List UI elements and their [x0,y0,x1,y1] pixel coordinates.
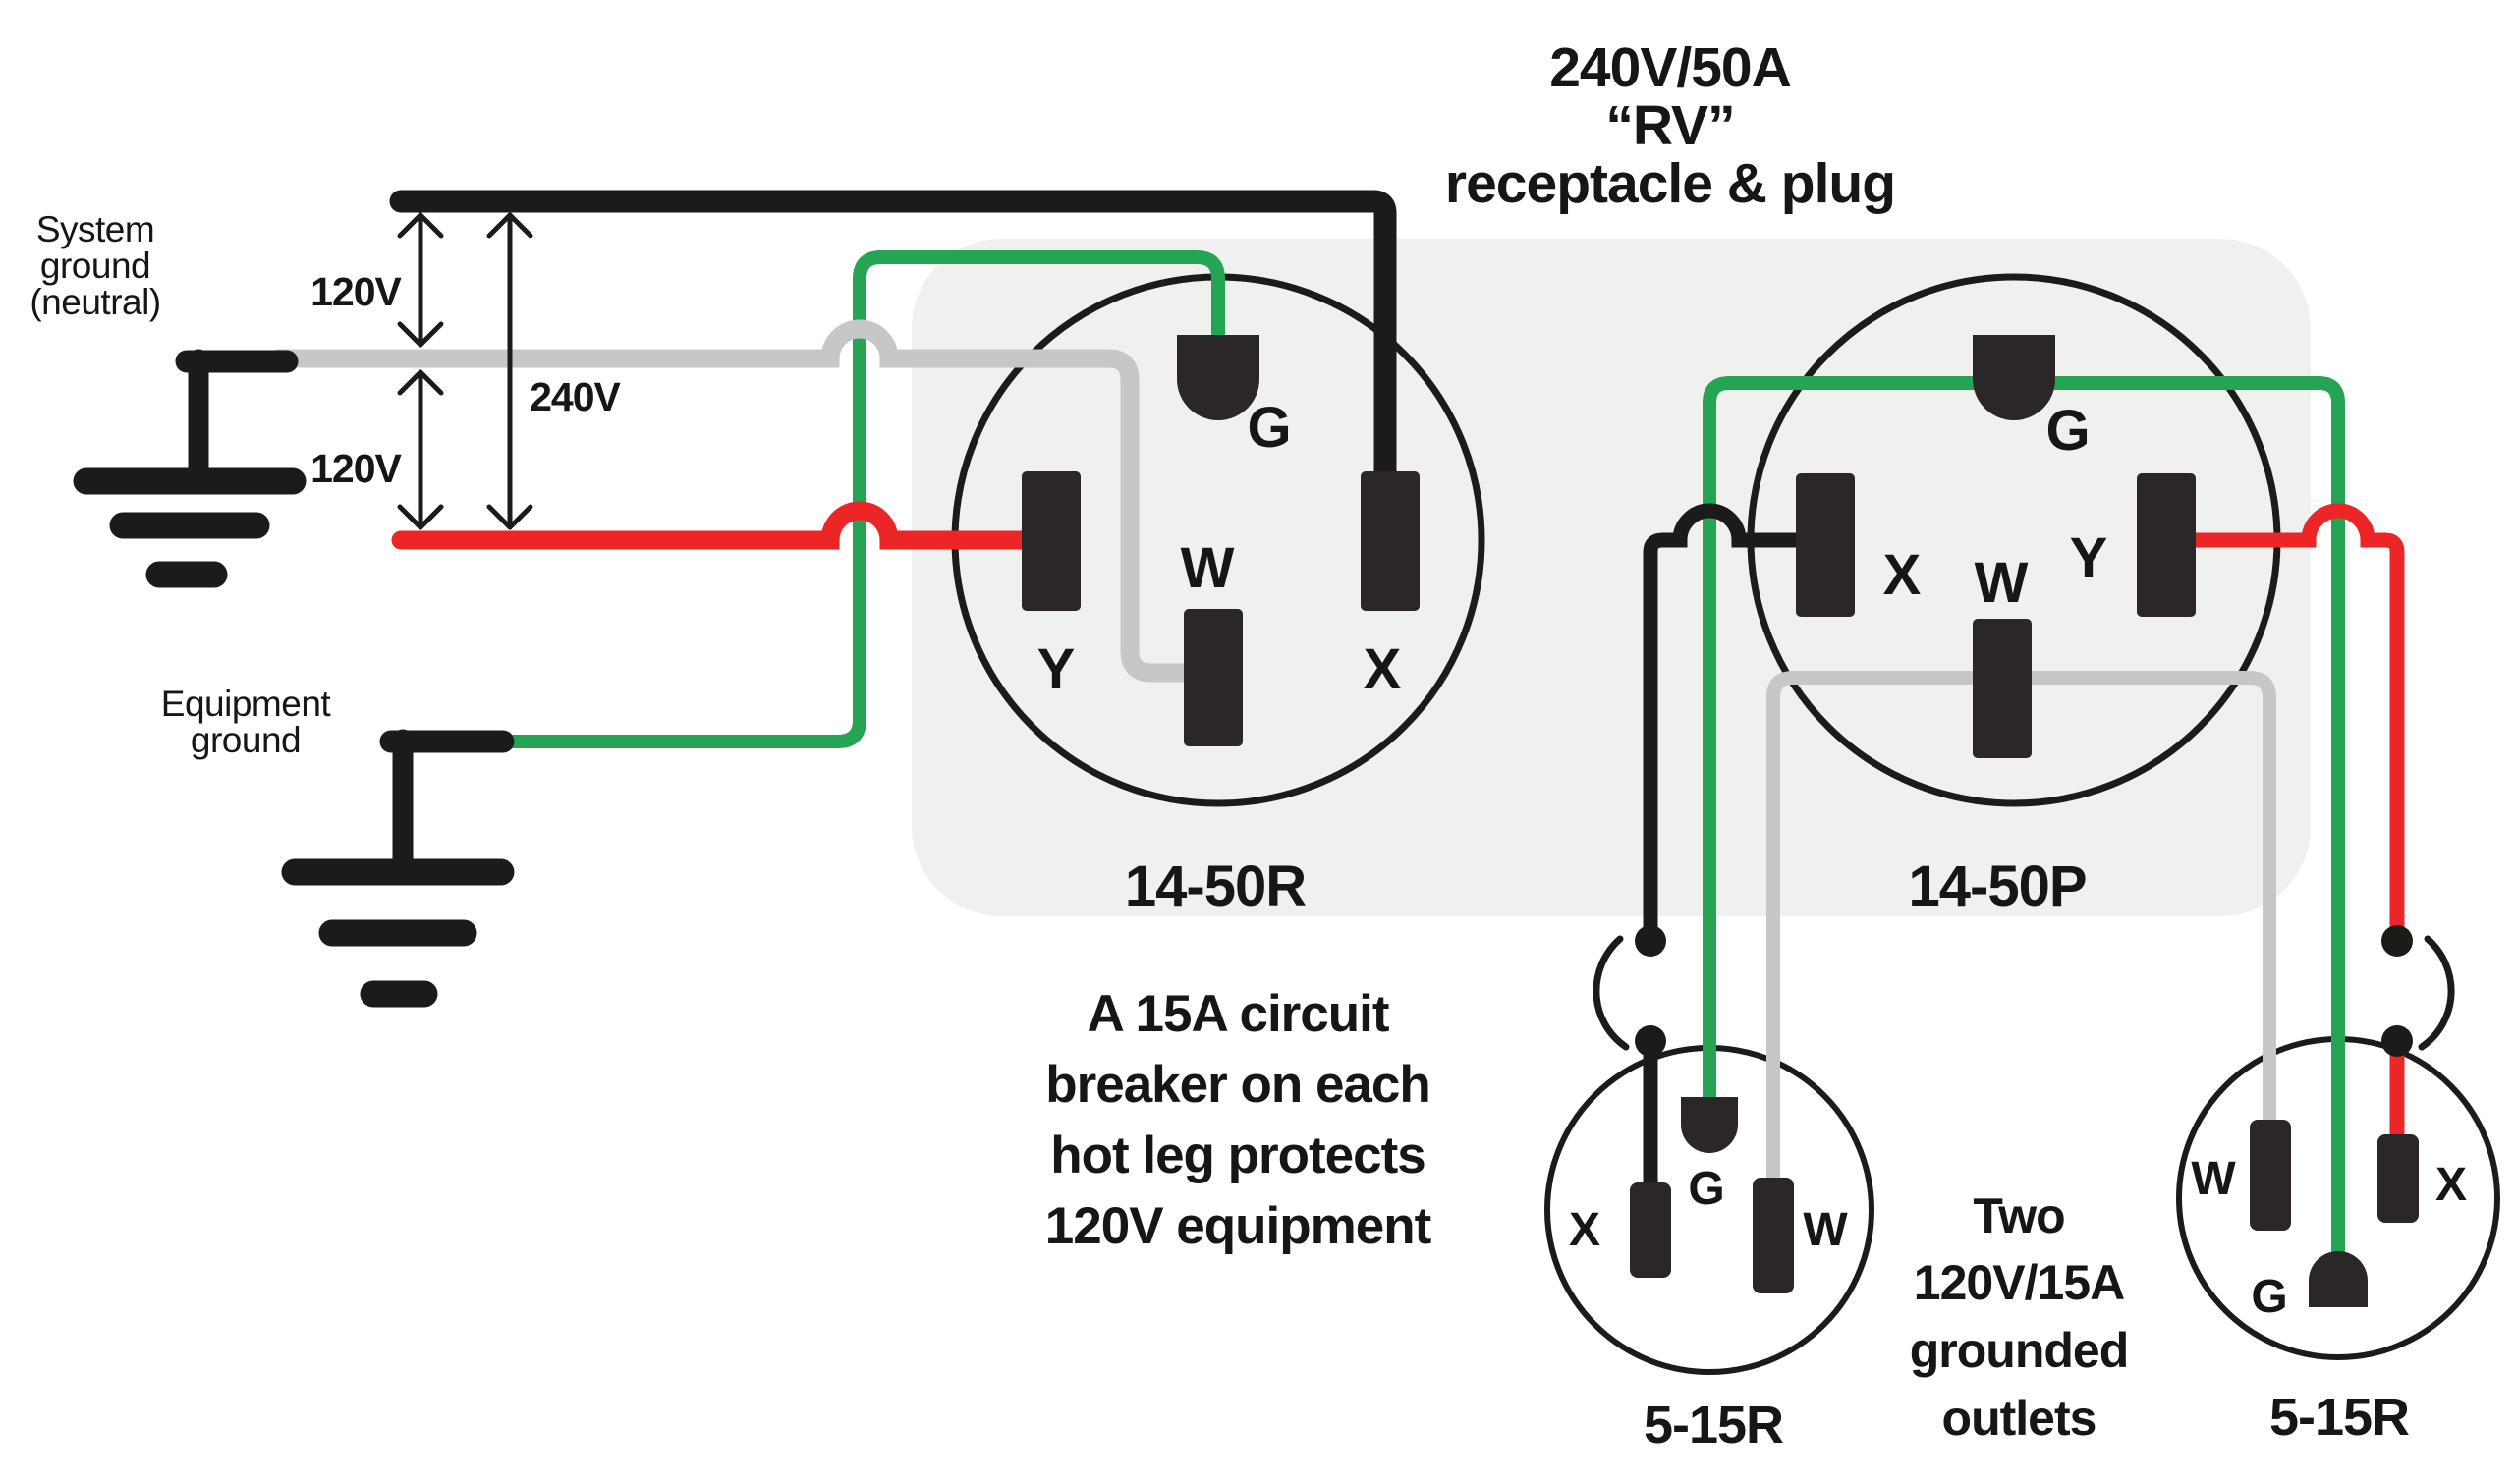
breaker-left-contact-bottom [1635,1025,1666,1057]
label-x-outlet-left: X [1569,1204,1600,1256]
system-ground-label-1: System [36,209,154,249]
pin-w-14-50p [1973,619,2032,758]
label-w-14-50p: W [1975,551,2029,615]
pin-x-14-50r [1361,471,1420,611]
outlet-right-pins [2250,1120,2419,1307]
breaker-right-contact-top [2381,925,2413,957]
breaker-left [1593,925,1666,1057]
arrow-120v-top [397,212,444,348]
outlets-note-line-3: grounded [1910,1323,2129,1378]
title-line-1: 240V/50A [1549,36,1791,99]
pin-x-outlet-right [2377,1134,2419,1223]
equipment-ground-label-2: ground [191,720,301,760]
arrowhead-down [397,504,444,530]
breaker-left-contact-top [1635,925,1666,957]
breaker-right-arc [2418,935,2455,1051]
black-hot-wire-main [389,190,1397,503]
red-hot-wire-breaker-upper [2175,503,2405,935]
outlet-left-labels: X G W 5-15R [1569,1163,1848,1455]
label-120v-bottom: 120V [310,446,402,491]
plug-14-50p-labels: G X Y W 14-50P [1883,399,2108,918]
arrow-240v [486,212,533,530]
label-240v: 240V [530,374,621,419]
outlets-note-line-1: Two [1973,1188,2064,1243]
green-ground-wire-left [489,250,1225,748]
voltage-arrows [397,212,533,530]
pin-g-outlet-right [2309,1251,2368,1307]
pin-x-14-50p [1796,473,1855,617]
arrow-120v-bottom [397,369,444,530]
label-w-14-50r: W [1181,536,1235,600]
label-y-14-50r: Y [1037,637,1076,701]
system-ground-label-3: (neutral) [29,282,160,322]
equipment-ground-symbol [281,729,515,1008]
label-w-outlet-right: W [2191,1153,2236,1205]
equipment-ground-label: Equipment ground [161,684,332,760]
label-14-50r: 14-50R [1125,854,1306,918]
pin-y-14-50p [2137,473,2196,617]
breaker-right-contact-bottom [2381,1025,2413,1057]
system-ground-label-2: ground [40,246,150,286]
pin-g-outlet-left [1681,1097,1738,1153]
breaker-right [2381,925,2455,1057]
system-ground-symbol [73,349,307,588]
equipment-ground-label-1: Equipment [161,684,332,724]
arrowhead-down [397,321,444,348]
black-hot-wire-breaker-upper [1643,503,1817,935]
breaker-note-line-4: 120V equipment [1045,1197,1431,1255]
plug-14-50p-pins [1796,335,2196,758]
title-line-3: receptacle & plug [1445,152,1895,215]
label-y-14-50p: Y [2070,526,2108,590]
pin-g-14-50r [1177,335,1259,420]
outlet-right-labels: W X G 5-15R [2191,1153,2467,1447]
red-hot-wire-main [391,501,1045,550]
label-g-outlet-right: G [2251,1271,2287,1323]
gray-neutral-wire-main [268,319,1206,683]
breaker-note: A 15A circuit breaker on each hot leg pr… [1045,985,1432,1255]
system-ground-label: System ground (neutral) [29,209,161,322]
outlets-note: Two 120V/15A grounded outlets [1910,1188,2130,1446]
breaker-note-line-3: hot leg protects [1050,1127,1425,1184]
label-5-15r-right: 5-15R [2269,1388,2409,1447]
breaker-note-line-1: A 15A circuit [1087,985,1388,1043]
label-x-outlet-right: X [2435,1159,2467,1211]
label-w-outlet-left: W [1803,1204,1848,1256]
pin-w-14-50r [1184,609,1243,746]
hot-black-wires [389,190,1817,1202]
outlets-note-line-4: outlets [1942,1391,2096,1446]
outlets-note-line-2: 120V/15A [1914,1255,2124,1310]
pin-w-outlet-right [2250,1120,2291,1231]
label-x-14-50r: X [1364,637,1402,701]
pin-x-outlet-left [1630,1182,1671,1278]
arrowhead-up [397,369,444,396]
breaker-left-arc [1593,935,1630,1051]
label-x-14-50p: X [1883,543,1922,607]
label-5-15r-left: 5-15R [1644,1396,1783,1455]
breaker-note-line-2: breaker on each [1045,1056,1430,1114]
arrowhead-down [486,504,533,530]
voltage-labels: 120V 120V 240V [310,269,622,491]
pin-g-14-50p [1973,335,2055,420]
label-g-outlet-left: G [1688,1163,1724,1215]
label-120v-top: 120V [310,269,402,314]
pin-w-outlet-left [1753,1178,1794,1293]
arrowhead-up [486,212,533,239]
outlet-left-pins [1630,1097,1794,1293]
title-line-2: “RV” [1605,94,1734,157]
label-14-50p: 14-50P [1908,854,2086,918]
label-g-14-50r: G [1247,396,1291,460]
pin-y-14-50r [1022,471,1081,611]
title-block: 240V/50A “RV” receptacle & plug [1445,36,1896,215]
receptacle-14-50r-labels: G W Y X 14-50R [1037,396,1402,918]
hot-red-wires [391,501,2405,1159]
receptacle-14-50r-pins [1022,335,1420,746]
arrowhead-up [397,212,444,239]
label-g-14-50p: G [2045,399,2090,463]
